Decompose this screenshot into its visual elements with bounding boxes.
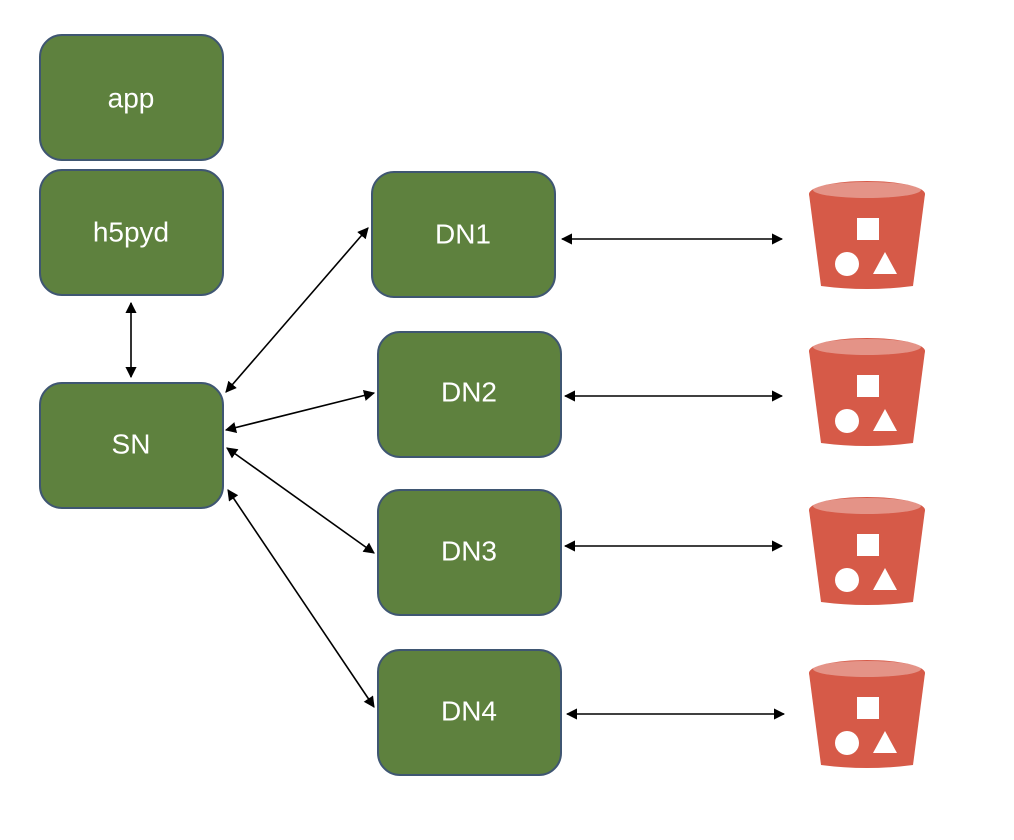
arrow-sn-dn1 xyxy=(225,227,369,393)
node-dn2: DN2 xyxy=(377,331,562,458)
s3-bucket-icon xyxy=(809,181,925,289)
s3-bucket-icon xyxy=(809,497,925,605)
node-app-label: app xyxy=(108,82,155,113)
node-dn3: DN3 xyxy=(377,489,562,616)
arrow-sn-dn2 xyxy=(224,390,376,433)
node-dn2-label: DN2 xyxy=(441,376,497,407)
node-app: app xyxy=(39,34,224,161)
node-h5pyd: h5pyd xyxy=(39,169,224,296)
node-dn1-label: DN1 xyxy=(435,218,491,249)
node-dn4-label: DN4 xyxy=(441,695,497,726)
node-dn4: DN4 xyxy=(377,649,562,776)
arrow-sn-dn4 xyxy=(227,489,375,708)
arrow-sn-dn3 xyxy=(226,447,375,554)
s3-bucket-icon xyxy=(809,338,925,446)
node-sn: SN xyxy=(39,382,224,509)
node-h5pyd-label: h5pyd xyxy=(93,216,169,247)
s3-bucket-icon xyxy=(809,660,925,768)
node-dn3-label: DN3 xyxy=(441,535,497,566)
node-dn1: DN1 xyxy=(371,171,556,298)
node-sn-label: SN xyxy=(112,428,151,459)
